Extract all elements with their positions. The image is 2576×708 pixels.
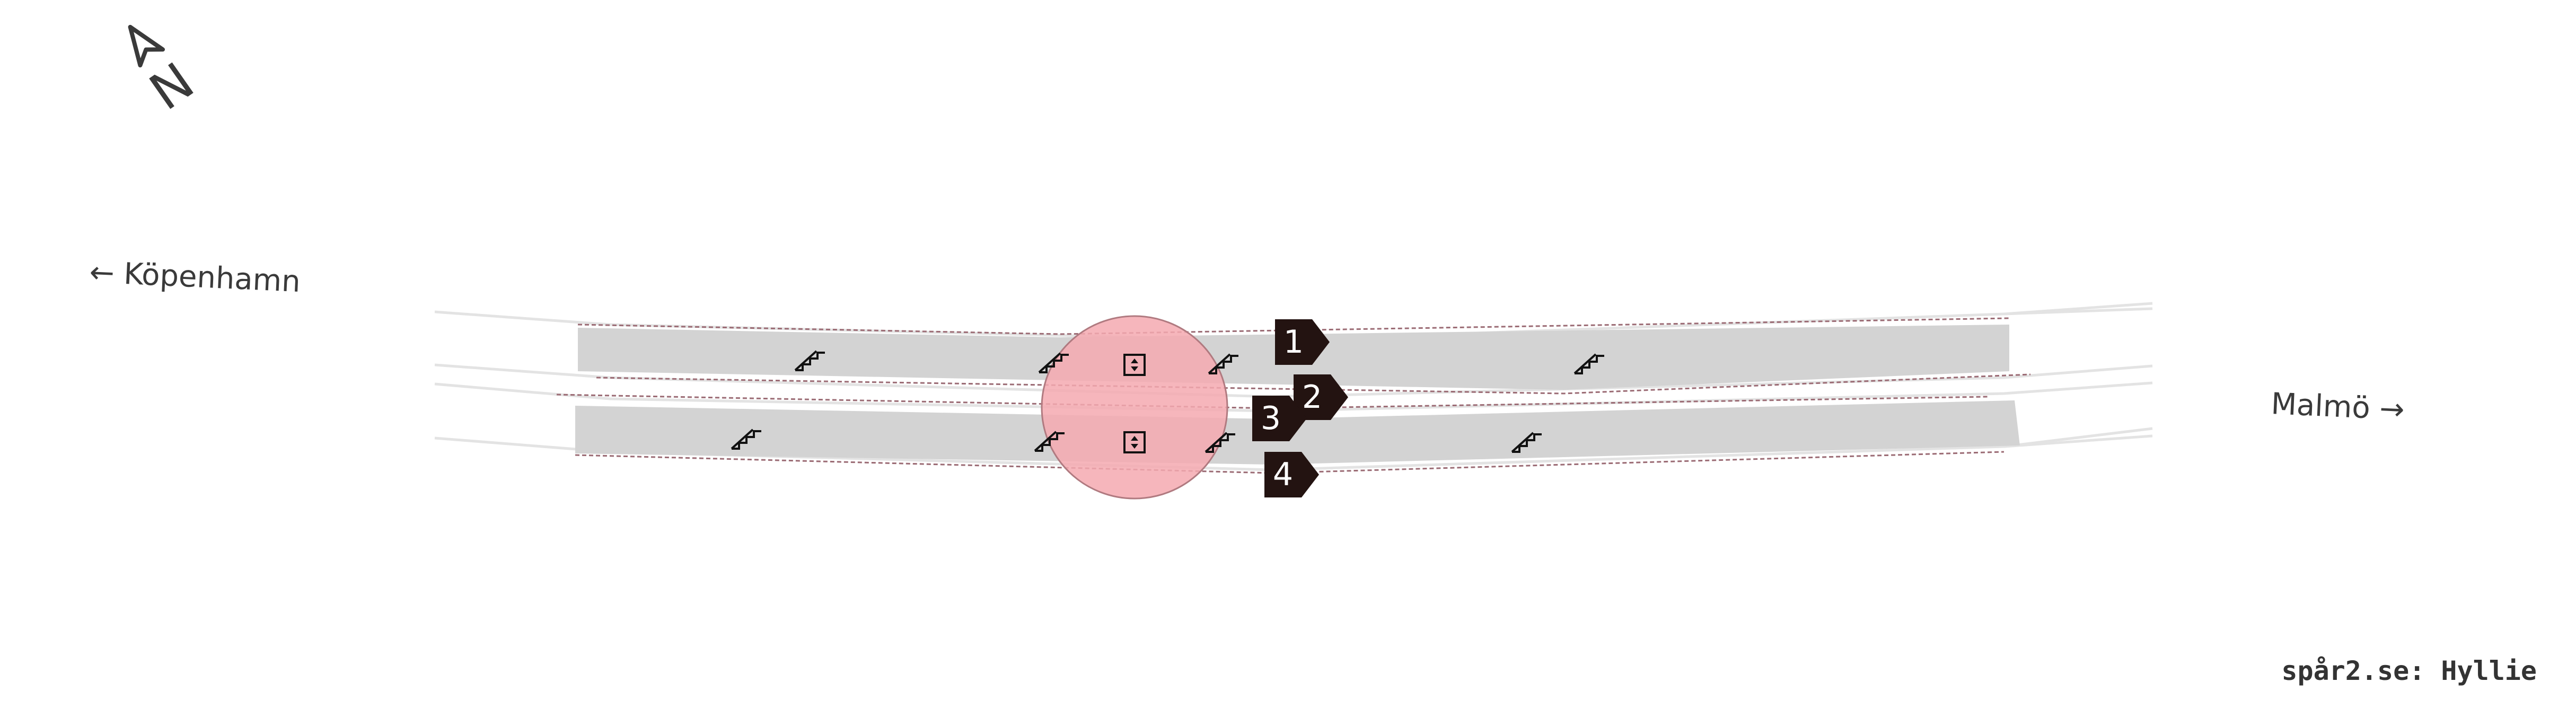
track-marker: 1	[1275, 319, 1330, 365]
track-branch-4	[2003, 427, 2153, 448]
track-number: 2	[1302, 379, 1322, 416]
elevator-icon	[1123, 431, 1146, 453]
stairs-icon	[1511, 432, 1542, 453]
attribution: spår2.se: Hyllie	[2281, 655, 2537, 686]
track-marker: 4	[1264, 452, 1319, 497]
platform-edge-2	[596, 373, 2031, 395]
stairs-icon	[1205, 432, 1235, 453]
destination-left: ← Köpenhamn	[89, 255, 301, 299]
track-number: 3	[1261, 400, 1281, 437]
track-marker: 3	[1252, 396, 1307, 441]
stairs-icon	[1208, 353, 1238, 374]
track-branch-1	[2003, 302, 2153, 316]
stairs-icons	[731, 350, 1604, 453]
track-marker: 2	[1294, 374, 1348, 420]
stairs-icon	[731, 429, 761, 450]
destination-right: Malmö →	[2270, 387, 2405, 427]
track-number: 1	[1283, 324, 1304, 361]
station-hall	[1041, 315, 1228, 500]
stairs-icon	[1038, 352, 1069, 373]
stairs-icon	[1573, 353, 1604, 374]
stairs-icon	[1034, 431, 1065, 452]
track-number: 4	[1273, 456, 1293, 493]
elevator-icon	[1123, 354, 1146, 376]
platform-edge-3	[556, 394, 1989, 409]
north-arrow-icon: N	[128, 24, 205, 122]
platform-edge-1	[577, 317, 2010, 335]
platform-south	[575, 400, 2020, 465]
compass-label: N	[139, 51, 205, 122]
stairs-icon	[794, 350, 825, 371]
